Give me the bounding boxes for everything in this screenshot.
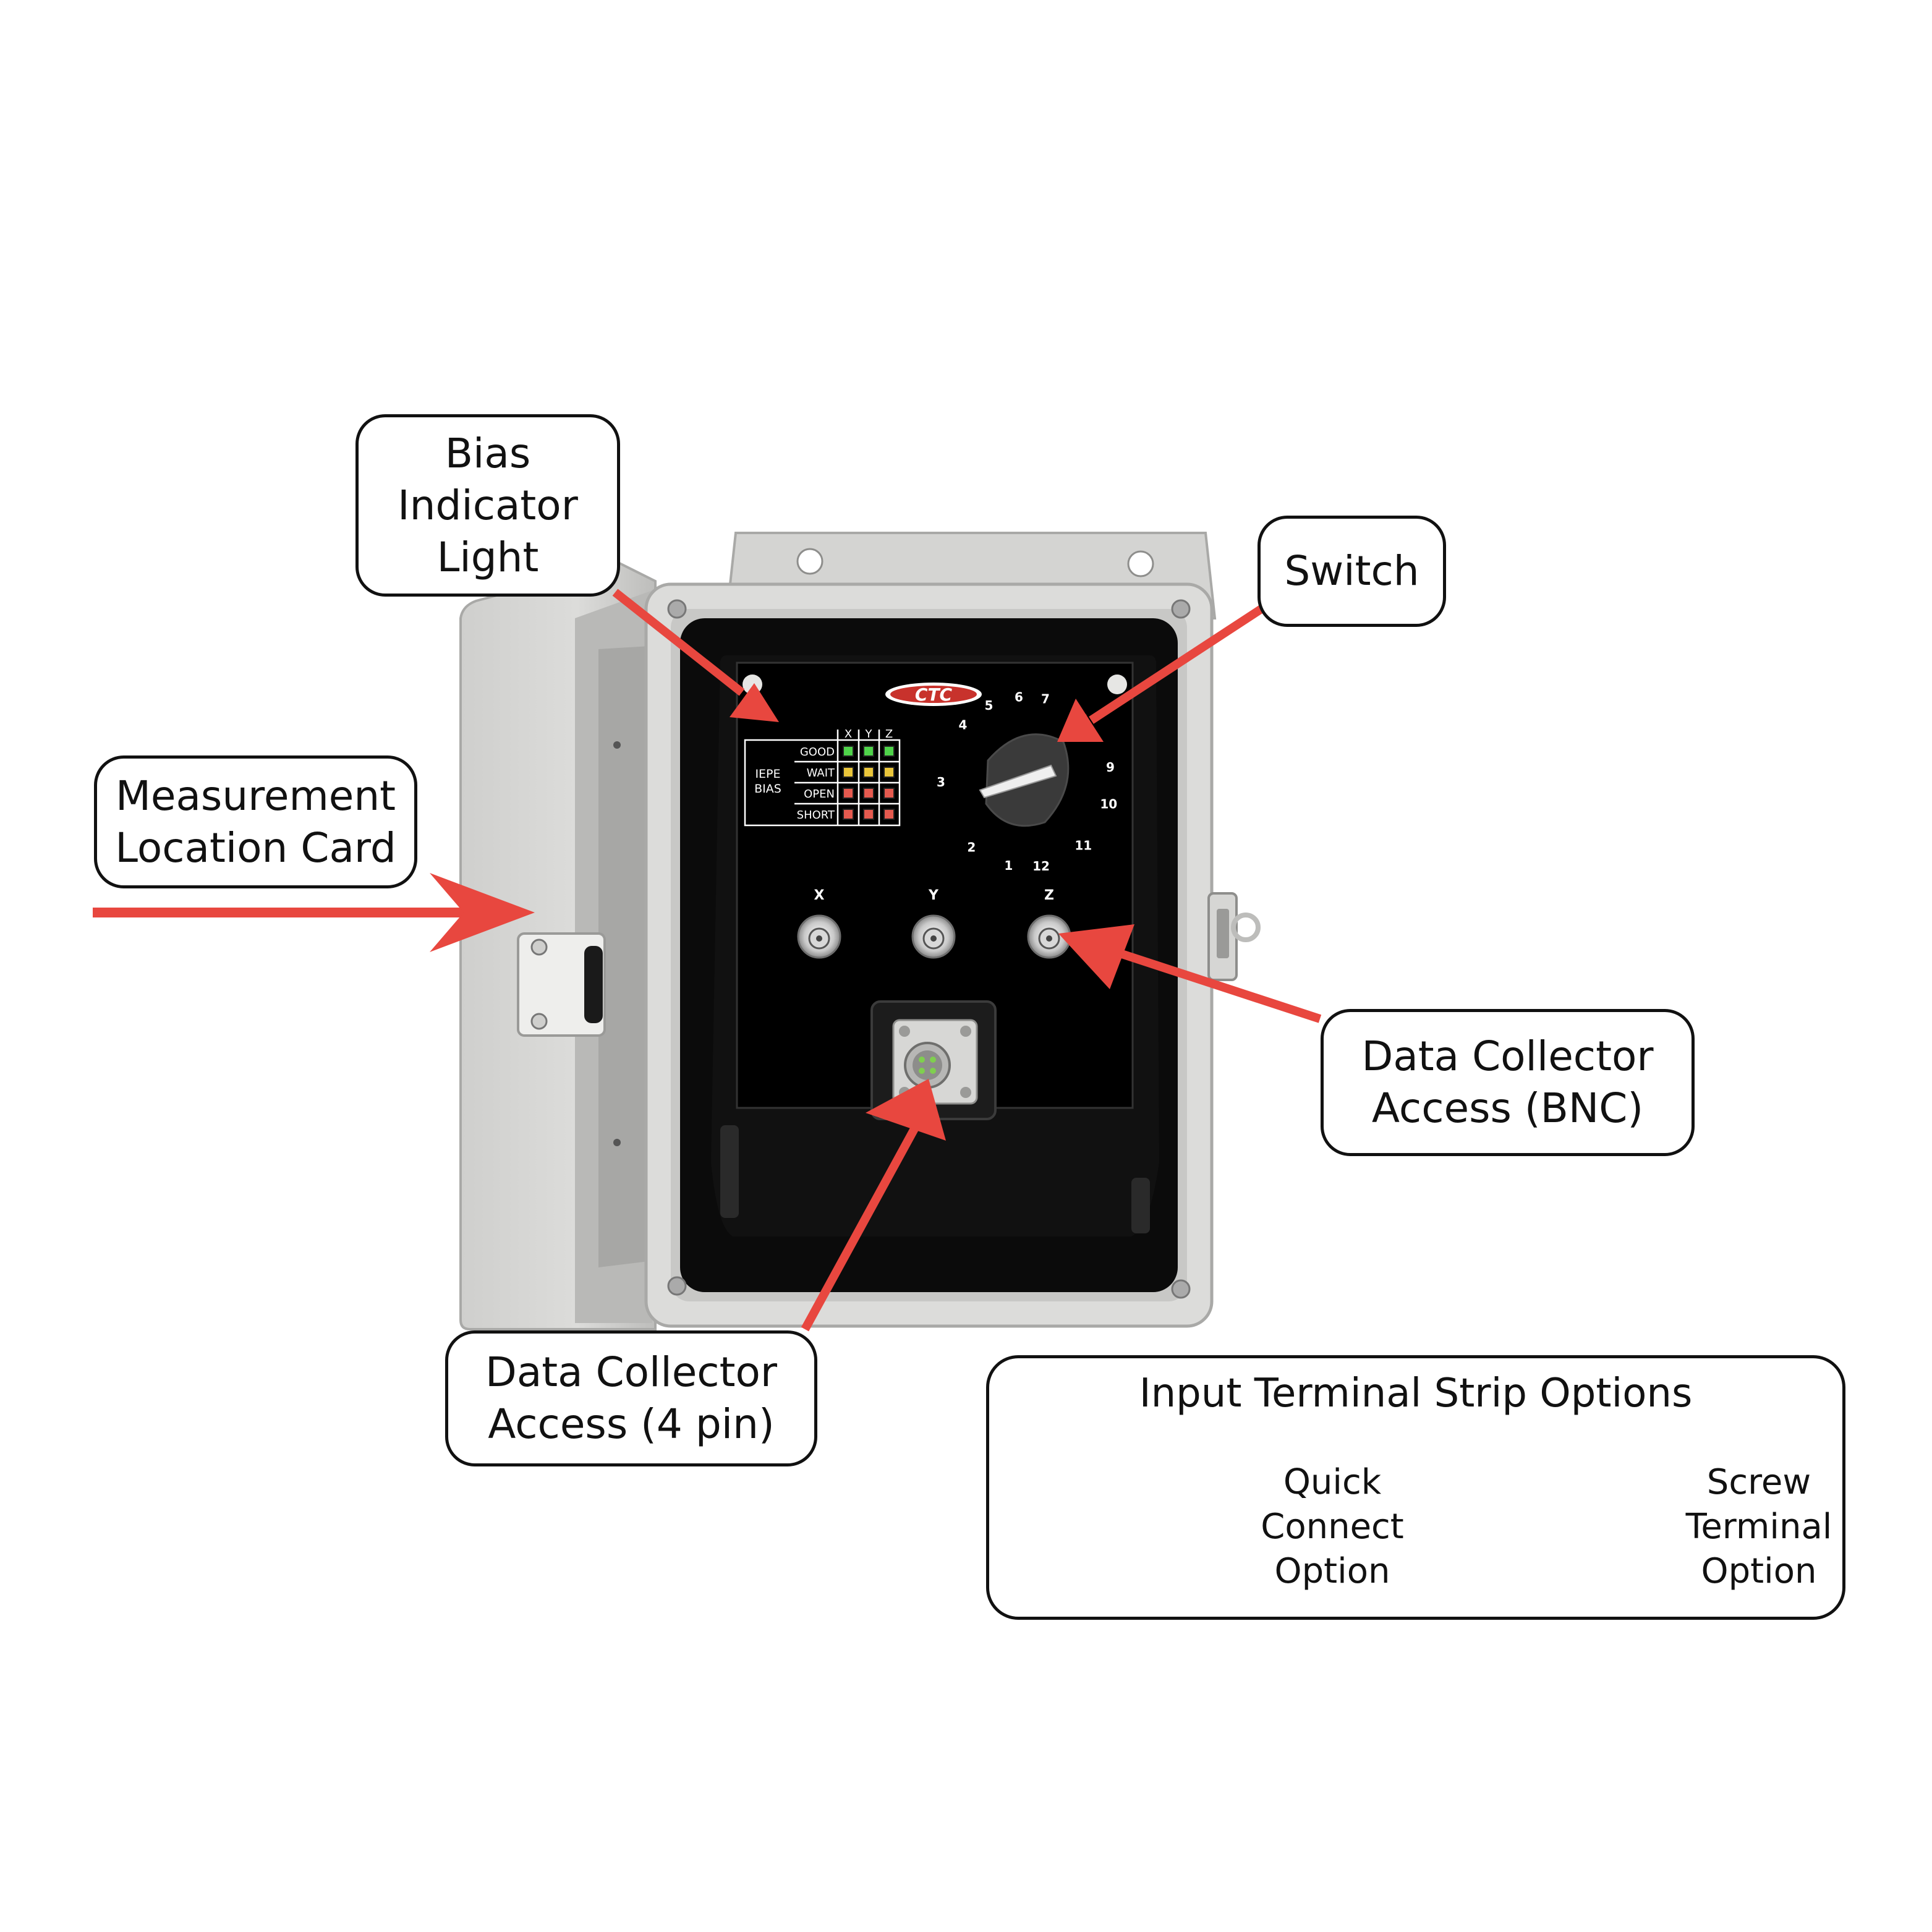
four-pin-connector[interactable] bbox=[892, 1019, 978, 1105]
bias-led bbox=[883, 746, 895, 757]
arrow-measurement-card bbox=[93, 873, 535, 952]
callout-line: Switch bbox=[1284, 547, 1419, 595]
quick-connect-label-line: Connect bbox=[1261, 1507, 1404, 1547]
bnc-connectors: X Y Z bbox=[797, 888, 1071, 959]
dial-number: 4 bbox=[958, 718, 967, 733]
dial-number: 9 bbox=[1106, 760, 1115, 775]
measurement-card-holder bbox=[517, 932, 606, 1037]
dial-number: 1 bbox=[1004, 858, 1013, 873]
bias-led bbox=[863, 746, 874, 757]
bias-led bbox=[883, 809, 895, 820]
callout-line: Data Collector bbox=[485, 1348, 777, 1396]
bias-led bbox=[863, 809, 874, 820]
quick-connect-label-line: Quick bbox=[1283, 1462, 1382, 1502]
dial-number: 11 bbox=[1075, 838, 1092, 853]
bnc-connector[interactable] bbox=[911, 914, 956, 959]
callout-line: Measurement bbox=[115, 772, 396, 820]
rotary-switch[interactable]: 123456789101112 bbox=[937, 690, 1117, 874]
terminal-options-panel: Input Terminal Strip Options Quick Conne… bbox=[986, 1355, 1845, 1620]
led-column-header: X bbox=[845, 728, 852, 741]
bias-led bbox=[843, 788, 854, 799]
arrow-bnc-access bbox=[1058, 924, 1322, 1023]
callout-line: Access (BNC) bbox=[1371, 1084, 1644, 1132]
callout-switch: Switch bbox=[1258, 516, 1446, 627]
led-row-label: WAIT bbox=[807, 767, 835, 780]
terminal-options-title: Input Terminal Strip Options bbox=[1139, 1371, 1693, 1416]
dial-number: 10 bbox=[1100, 797, 1117, 812]
callout-line: Access (4 pin) bbox=[488, 1400, 775, 1448]
bnc-label: Y bbox=[928, 888, 939, 903]
callout-line: Indicator bbox=[398, 481, 578, 529]
led-row-label: GOOD bbox=[800, 746, 835, 759]
arrow-switch bbox=[1057, 605, 1264, 742]
bias-led bbox=[843, 809, 854, 820]
bias-led bbox=[863, 788, 874, 799]
ctc-logo: CTC bbox=[885, 683, 982, 706]
led-column-header: Y bbox=[865, 728, 873, 741]
screw-terminal-label-line: Terminal bbox=[1685, 1507, 1832, 1547]
dial-number: 12 bbox=[1032, 859, 1050, 874]
led-row-label: SHORT bbox=[797, 809, 835, 822]
arrow-bias-indicator bbox=[612, 589, 779, 722]
switch-knob[interactable] bbox=[979, 733, 1070, 827]
dial-number: 5 bbox=[985, 698, 994, 713]
callout-data-collector-4pin: Data Collector Access (4 pin) bbox=[445, 1330, 817, 1466]
dial-number: 6 bbox=[1015, 690, 1023, 705]
led-row-label: OPEN bbox=[804, 788, 835, 801]
dial-number: 3 bbox=[937, 775, 945, 789]
bnc-connector[interactable] bbox=[797, 914, 841, 959]
logo-text: CTC bbox=[915, 684, 953, 705]
callout-line: Data Collector bbox=[1361, 1032, 1654, 1080]
bnc-label: Z bbox=[1044, 888, 1054, 903]
bias-led bbox=[883, 788, 895, 799]
callout-arrows bbox=[93, 589, 1322, 1332]
bias-group-label-line2: BIAS bbox=[754, 782, 781, 796]
quick-connect-label: Quick Connect Option bbox=[1255, 1460, 1410, 1594]
callout-measurement-location-card: Measurement Location Card bbox=[94, 755, 417, 888]
screw-terminal-label-line: Screw bbox=[1706, 1462, 1811, 1502]
callout-line: Bias bbox=[445, 429, 531, 477]
callout-bias-indicator-light: Bias Indicator Light bbox=[355, 414, 620, 597]
dial-number: 7 bbox=[1041, 692, 1050, 707]
dial-number: 2 bbox=[967, 840, 976, 855]
screw-terminal-label-line: Option bbox=[1701, 1551, 1817, 1591]
bias-led bbox=[843, 746, 854, 757]
bias-group-label-line1: IEPE bbox=[755, 767, 780, 781]
led-column-header: Z bbox=[885, 728, 893, 741]
quick-connect-label-line: Option bbox=[1274, 1551, 1390, 1591]
callout-data-collector-bnc: Data Collector Access (BNC) bbox=[1321, 1009, 1695, 1156]
bias-led bbox=[883, 767, 895, 778]
bias-led bbox=[843, 767, 854, 778]
screw-terminal-label: Screw Terminal Option bbox=[1682, 1460, 1836, 1594]
bnc-connector[interactable] bbox=[1027, 914, 1071, 959]
bnc-label: X bbox=[814, 888, 825, 903]
bias-led bbox=[863, 767, 874, 778]
callout-line: Location Card bbox=[115, 823, 396, 872]
callout-line: Light bbox=[436, 533, 539, 581]
arrow-4pin-access bbox=[801, 1079, 946, 1332]
